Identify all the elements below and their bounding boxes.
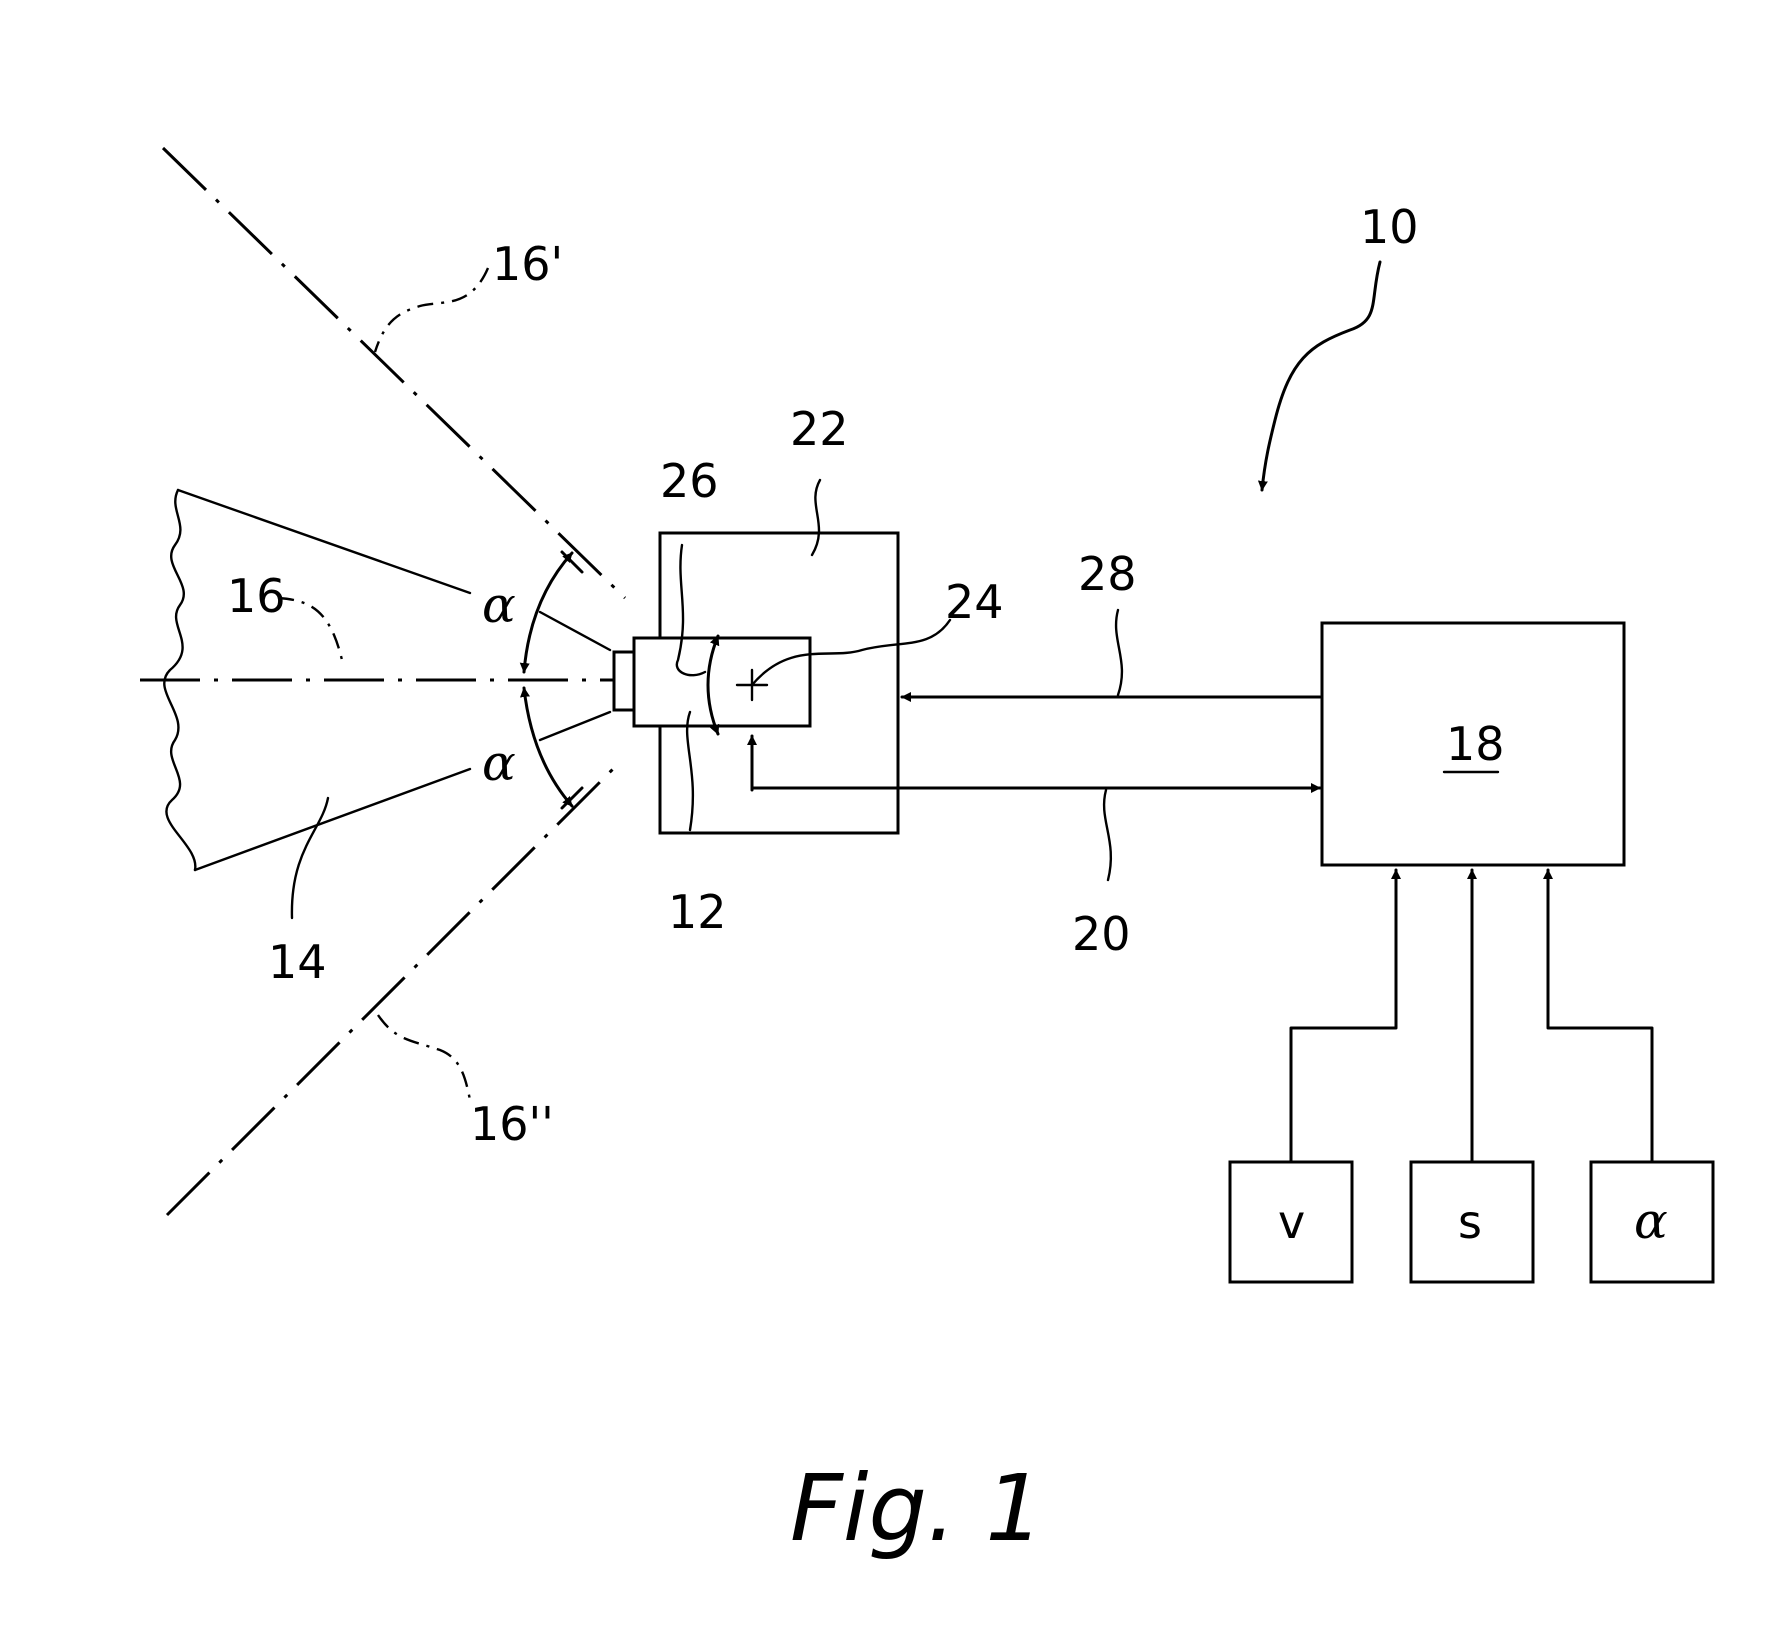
label-housing: 22 [790,402,849,456]
input-label-speed: v [1278,1195,1305,1249]
system-pointer [1262,262,1380,490]
wire-angle [1548,870,1652,1162]
wire-speed [1291,870,1396,1162]
label-axis-upper: 16' [492,237,563,291]
angle-label-lower: α [482,734,516,792]
label-line-in: 28 [1078,547,1137,601]
label-pivot: 24 [945,575,1004,629]
angle-arc-upper [524,553,572,672]
axis-upper-line [163,148,625,598]
angle-arc-lower [524,688,572,806]
label-object: 14 [268,935,327,989]
label-swivel: 26 [660,454,719,508]
angle-label-upper: α [482,576,516,634]
label-line-out: 20 [1072,907,1131,961]
figure-caption: Fig. 1 [790,1455,1044,1562]
label-axis: 16 [227,569,286,623]
label-axis-lower: 16'' [470,1097,554,1151]
label-controller: 18 [1446,717,1505,771]
sensor-body[interactable] [634,638,810,726]
input-label-angle: α [1634,1192,1668,1250]
input-label-distance: s [1458,1195,1482,1249]
label-system: 10 [1360,200,1419,254]
label-sensor: 12 [668,885,727,939]
